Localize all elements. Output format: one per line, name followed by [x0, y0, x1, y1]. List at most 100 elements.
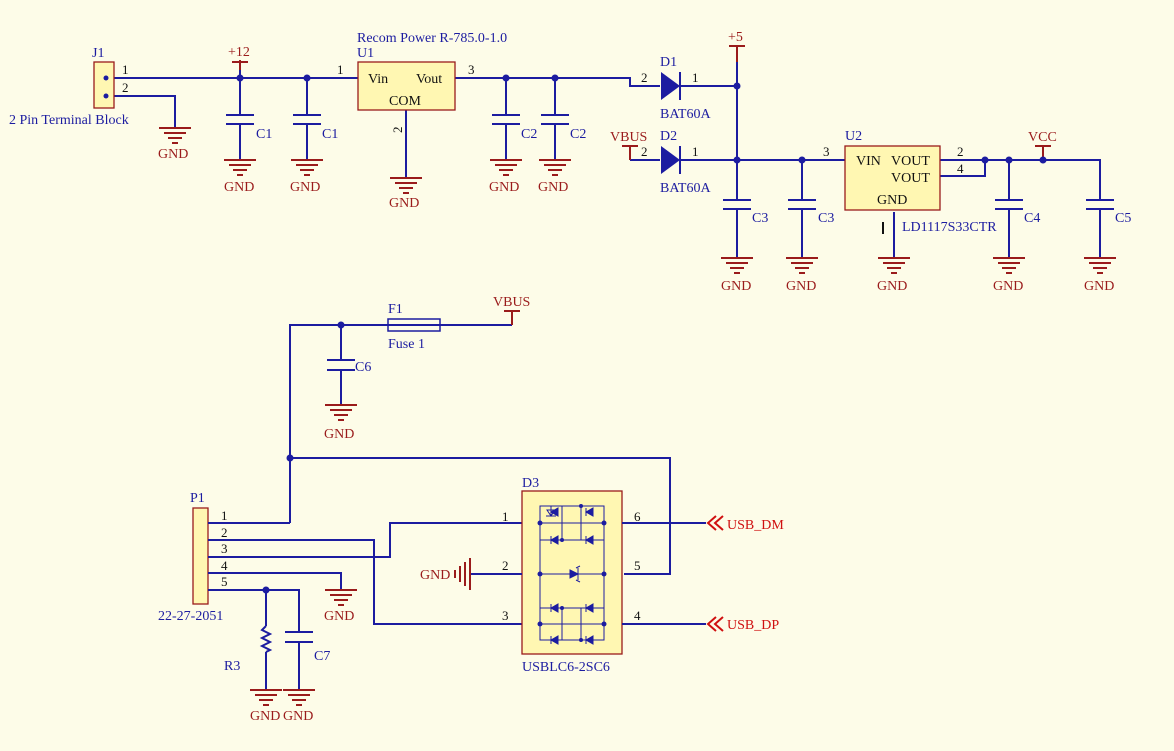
d2-pin1: 1: [692, 144, 699, 159]
d3-pin3: 3: [502, 608, 509, 623]
d3-ref: D3: [522, 476, 539, 491]
d2-value: BAT60A: [660, 181, 711, 196]
u1-pin3: 3: [468, 62, 475, 77]
j1-value: 2 Pin Terminal Block: [9, 113, 129, 128]
gnd-symbol-sideways: GND: [420, 558, 471, 590]
u1-regulator: Recom Power R-785.0-1.0 U1 Vin Vout COM …: [337, 31, 507, 133]
p1-pin2: 2: [221, 525, 228, 540]
p1-wires: [208, 522, 522, 690]
p1-connector: P1 22-27-2051 1 2 3 4 5: [158, 491, 228, 624]
c2b-ref: C2: [570, 127, 586, 142]
gnd-label: GND: [224, 180, 254, 195]
power-port-vbus-fuse: VBUS: [493, 295, 530, 312]
u1-pin2: 2: [390, 127, 405, 134]
d3-esd-protection: D3 USBLC6-2SC6: [502, 476, 641, 675]
u2-gnd: GND: [877, 193, 907, 208]
c3b-ref: C3: [818, 211, 834, 226]
d3-pin1: 1: [502, 509, 509, 524]
gnd-label: GND: [993, 279, 1023, 294]
fuse-f1: F1 Fuse 1: [387, 302, 441, 352]
u2-pin2: 2: [957, 144, 964, 159]
gnd-label: GND: [877, 279, 907, 294]
j1-ref: J1: [92, 46, 104, 61]
f1-ref: F1: [388, 302, 403, 317]
gnd-symbol: [993, 257, 1025, 274]
net-port-usb-dm: USB_DM: [706, 515, 784, 533]
top-wires: [114, 46, 1101, 258]
capacitor-c6: C6: [327, 359, 371, 375]
j1-pin2: 2: [122, 80, 129, 95]
gnd-label: GND: [420, 568, 450, 583]
c2a-ref: C2: [521, 127, 537, 142]
d2-pin2: 2: [641, 144, 648, 159]
d1-pin1: 1: [692, 70, 699, 85]
gnd-label: GND: [538, 180, 568, 195]
vbus-fuse-label: VBUS: [493, 295, 530, 310]
capacitor-c3b: C3: [788, 199, 834, 226]
c1a-ref: C1: [256, 127, 272, 142]
gnd-label: GND: [489, 180, 519, 195]
d1-value: BAT60A: [660, 107, 711, 122]
u2-ldo: U2 VIN VOUT VOUT GND 3 2 4 LD1117S33CTR: [823, 129, 997, 235]
diode-d2: D2 BAT60A 2 1: [641, 129, 711, 196]
capacitor-c7: C7: [285, 631, 330, 664]
gnd-symbol: [283, 689, 315, 706]
d3-pin2: 2: [502, 558, 509, 573]
gnd-label: GND: [324, 609, 354, 624]
c6-ref: C6: [355, 360, 371, 375]
power-port-vbus-top: VBUS: [610, 130, 647, 147]
net-port-usb-dp: USB_DP: [706, 616, 779, 633]
j1-pin1: 1: [122, 62, 129, 77]
capacitor-c4: C4: [995, 199, 1040, 226]
gnd-label: GND: [324, 427, 354, 442]
u2-value: LD1117S33CTR: [902, 220, 997, 235]
u2-vin: VIN: [856, 154, 881, 169]
u1-ref: U1: [357, 46, 374, 61]
power-port-vcc: VCC: [1028, 130, 1057, 147]
u1-vout: Vout: [416, 72, 442, 87]
gnd-symbol: [539, 159, 571, 176]
gnd-symbol: [786, 257, 818, 274]
diode-d1: D1 BAT60A 2 1: [641, 55, 711, 122]
vbus-top-label: VBUS: [610, 130, 647, 145]
gnd-symbol: [1084, 257, 1116, 274]
u2-pin3: 3: [823, 144, 830, 159]
gnd-symbol: [159, 127, 191, 144]
c7-ref: C7: [314, 649, 330, 664]
capacitor-c3a: C3: [723, 199, 768, 226]
u1-vin: Vin: [368, 72, 388, 87]
u2-vout2: VOUT: [891, 171, 930, 186]
gnd-symbol: [224, 159, 256, 176]
usb-dm-label: USB_DM: [727, 518, 784, 533]
u2-vout1: VOUT: [891, 154, 930, 169]
fuse-section-wires: [289, 311, 671, 575]
power-port-p12: +12: [228, 45, 250, 63]
gnd-label: GND: [283, 709, 313, 724]
capacitor-c2a: C2: [492, 114, 537, 142]
gnd-label: GND: [158, 147, 188, 162]
gnd-symbol: [390, 177, 422, 194]
gnd-symbol: [250, 689, 282, 706]
d1-pin2: 2: [641, 70, 648, 85]
capacitor-c1b: C1: [293, 114, 338, 142]
p5-label: +5: [728, 30, 743, 45]
gnd-symbols-top: GND GND GND GND GND GND GND GND GND GND …: [158, 127, 1116, 294]
p1-pin4: 4: [221, 558, 228, 573]
u1-com: COM: [389, 94, 421, 109]
p1-pin3: 3: [221, 541, 228, 556]
capacitor-c5: C5: [1086, 199, 1131, 226]
gnd-label: GND: [1084, 279, 1114, 294]
p1-value: 22-27-2051: [158, 609, 223, 624]
capacitor-c1a: C1: [226, 114, 272, 142]
vcc-label: VCC: [1028, 130, 1057, 145]
gnd-label: GND: [721, 279, 751, 294]
d2-ref: D2: [660, 129, 677, 144]
gnd-symbol: [291, 159, 323, 176]
c5-ref: C5: [1115, 211, 1131, 226]
usb-dp-label: USB_DP: [727, 618, 779, 633]
p1-ref: P1: [190, 491, 205, 506]
p12-label: +12: [228, 45, 250, 60]
u2-pin4: 4: [957, 161, 964, 176]
r3-ref: R3: [224, 659, 240, 674]
